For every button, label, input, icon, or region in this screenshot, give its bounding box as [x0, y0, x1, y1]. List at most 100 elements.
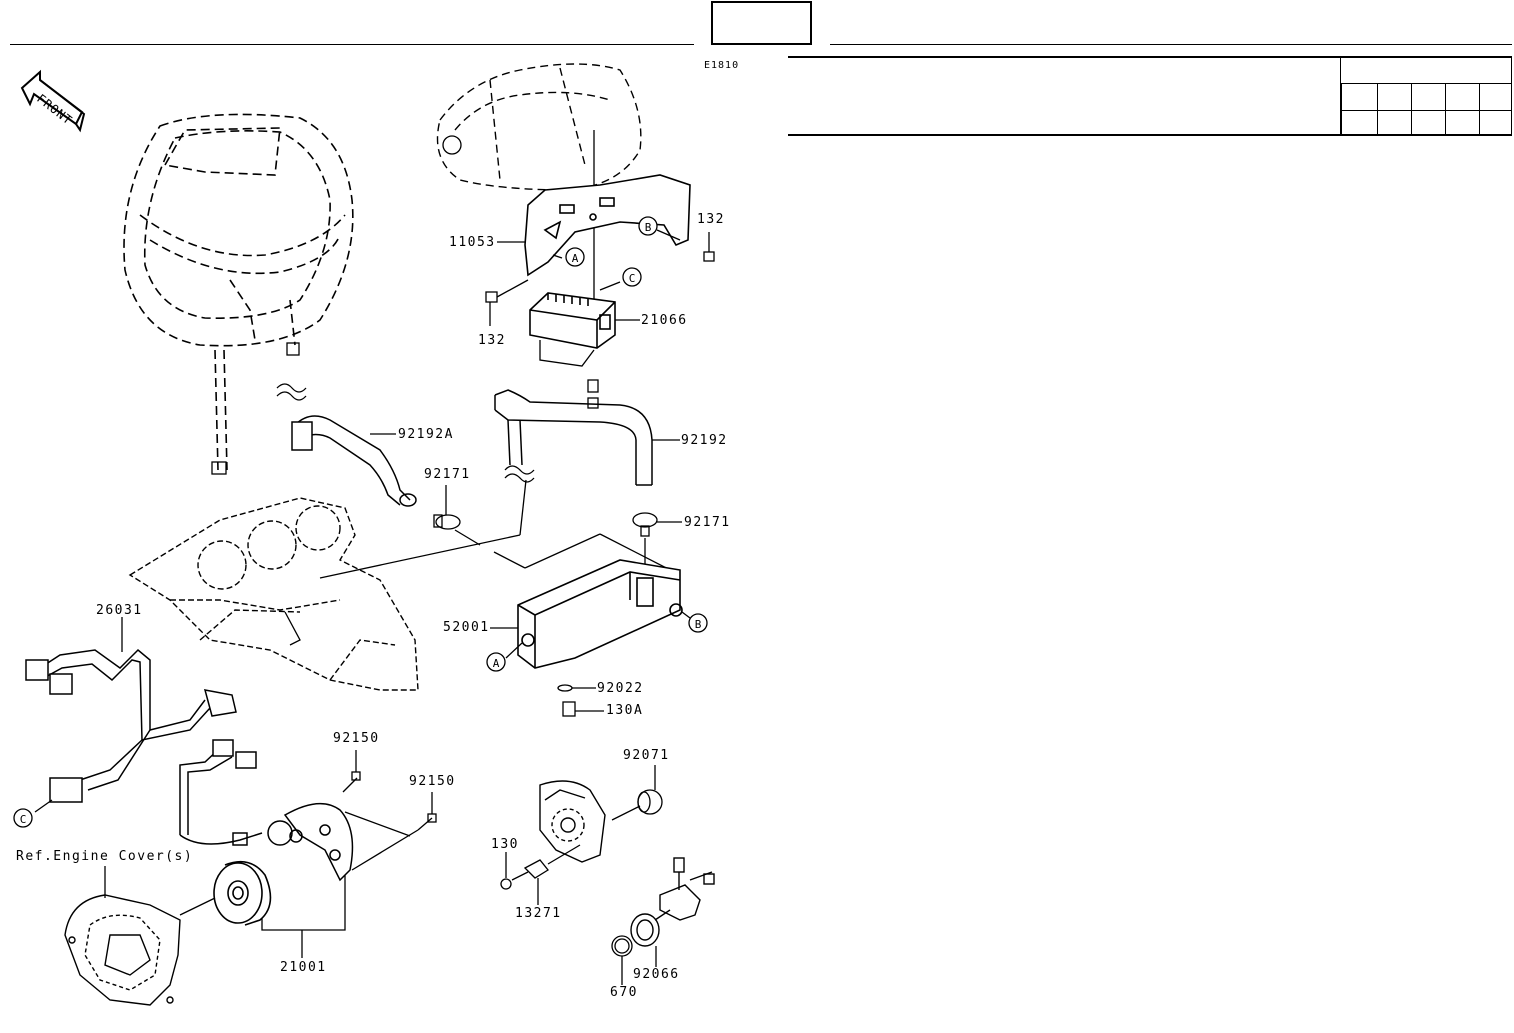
grid-row-2-cell-3 [1411, 110, 1445, 134]
part-label-92192A: 92192A [398, 427, 454, 442]
screw-92150-b [417, 792, 437, 831]
bolt-130 [500, 852, 529, 890]
grommet-92071 [611, 765, 663, 821]
part-label-21066: 21066 [641, 313, 688, 328]
leader-ref-a-box [505, 642, 523, 659]
part-label-13271: 13271 [515, 906, 562, 921]
leader-ref-a-top [552, 254, 563, 259]
leader-ref-c-regulator [599, 281, 621, 291]
break-mark-upper [276, 383, 307, 393]
part-label-92150-a: 92150 [333, 731, 380, 746]
part-label-92171-left: 92171 [424, 467, 471, 482]
regulator-21066-shape [529, 292, 616, 349]
grid-row-1-cell-5 [1479, 83, 1511, 110]
block-detail [284, 611, 301, 646]
part-label-52001: 52001 [443, 620, 490, 635]
guide-line-2 [319, 534, 521, 579]
part-label-92071: 92071 [623, 748, 670, 763]
regulator-bolt [587, 379, 599, 393]
regulator-lower-bracket [539, 340, 595, 367]
drain-nipple-left [211, 461, 227, 475]
grid-row-1-cell-4 [1445, 83, 1479, 110]
part-label-132-right: 132 [697, 212, 725, 227]
part-label-92066: 92066 [633, 967, 680, 982]
leader-ref-c-harness [34, 799, 53, 813]
ref-circle-a-box: A [486, 652, 506, 672]
ref-c-harness-label: C [20, 813, 27, 826]
guide-line-4 [493, 551, 526, 569]
ref-b-top-label: B [645, 221, 652, 234]
grid-row-1-cell-3 [1411, 83, 1445, 110]
rotor-21001-shape [213, 860, 272, 926]
table-bottom-rule [788, 134, 1512, 136]
washer-92022 [557, 684, 596, 692]
diagram-code: E1810 [704, 60, 740, 71]
plate-13271 [523, 844, 581, 905]
ref-circle-b-box: B [688, 613, 708, 633]
part-label-92192: 92192 [681, 433, 728, 448]
hose-92192A-shape [291, 415, 417, 507]
guide-line-5 [524, 533, 601, 569]
table-top-rule [788, 56, 1512, 58]
bolt-132-left [485, 279, 529, 326]
guide-line-1 [519, 479, 527, 536]
part-label-670: 670 [610, 985, 638, 1000]
grid-row-2-cell-4 [1445, 110, 1479, 134]
bolt-132-right [703, 232, 715, 262]
sensor-92066-shape [630, 857, 715, 947]
part-label-130: 130 [491, 837, 519, 852]
ref-a-box-label: A [493, 657, 500, 670]
frame-ref-c [442, 135, 462, 155]
stator-coil-shape [267, 802, 354, 882]
part-label-11053: 11053 [449, 235, 496, 250]
ref-circle-c-top: C [622, 267, 642, 287]
drain-nipple-right [286, 342, 300, 356]
header-rule-right [830, 44, 1512, 45]
grid-row-2-cell-5 [1479, 110, 1511, 134]
header-rule-left [10, 44, 694, 45]
guide-92150-1 [344, 811, 411, 837]
part-label-130A: 130A [606, 703, 644, 718]
guide-line-3 [454, 529, 481, 546]
ref-circle-b-top: B [638, 216, 658, 236]
harness-26031-shape [25, 648, 237, 803]
ref-circle-c-harness: C [13, 808, 33, 828]
part-label-92171-right: 92171 [684, 515, 731, 530]
part-label-21001: 21001 [280, 960, 327, 975]
hose-92192-shape [494, 389, 653, 486]
grid-row-1-cell-2 [1377, 83, 1411, 110]
o-ring-670 [611, 935, 633, 985]
electrical-box-52001-shape [517, 559, 683, 669]
grid-row-2-cell-1 [1341, 110, 1377, 134]
grid-row-1-cell-1 [1341, 83, 1377, 110]
ref-a-top-label: A [572, 252, 579, 265]
part-label-92022: 92022 [597, 681, 644, 696]
pulser-cover-shape [539, 780, 606, 863]
screw-92150-a [342, 750, 361, 793]
ref-b-box-label: B [695, 618, 702, 631]
engine-cover-shape [64, 894, 181, 1006]
page-number-box [711, 1, 812, 45]
grid-row-2-cell-2 [1377, 110, 1411, 134]
part-label-26031: 26031 [96, 603, 143, 618]
cylinder-block-shape [128, 497, 419, 691]
leader-ref-b-box [681, 611, 691, 619]
bolt-130A [562, 701, 604, 717]
rotor-guide [179, 897, 216, 916]
stator-wire-shape [179, 739, 263, 846]
part-label-132-left: 132 [478, 333, 506, 348]
ref-c-top-label: C [629, 272, 636, 285]
leader-ref-b-top [656, 229, 681, 241]
leader-21001-bracket [261, 875, 346, 931]
part-label-92150-b: 92150 [409, 774, 456, 789]
applicability-grid [1340, 56, 1512, 135]
bracket-11053-shape [524, 174, 691, 277]
clamp-92171-left [433, 485, 461, 530]
frame-section-dashed [436, 63, 642, 191]
front-arrow: FRONT [20, 69, 86, 133]
break-mark-lower [504, 465, 535, 475]
regulator-nut [587, 397, 599, 409]
clamp-92171-right [632, 512, 682, 537]
